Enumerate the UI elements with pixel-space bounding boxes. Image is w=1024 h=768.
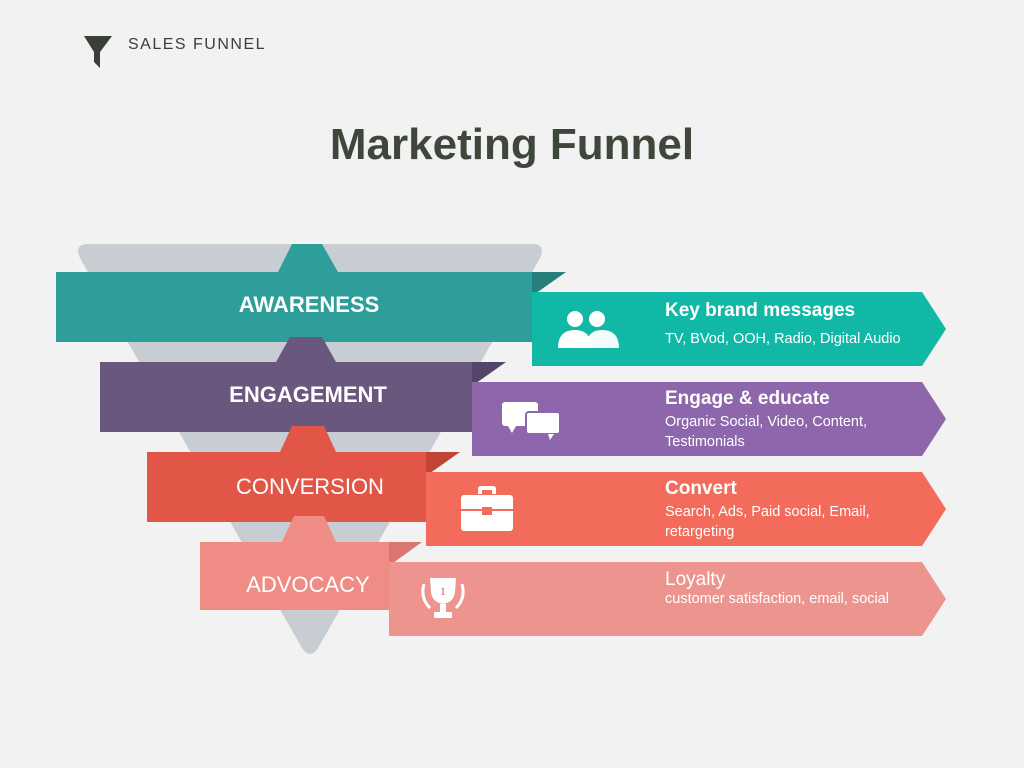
- stage-awareness: [56, 244, 946, 366]
- stage-label-conversion: CONVERSION: [236, 474, 384, 499]
- awareness-fold: [532, 272, 566, 296]
- detail-advocacy: customer satisfaction, email, social: [665, 591, 890, 607]
- heading-awareness: Key brand messages: [665, 300, 856, 321]
- engagement-bar: [100, 362, 472, 432]
- awareness-tab: [278, 244, 338, 272]
- heading-conversion: Convert: [665, 478, 737, 499]
- svg-text:1: 1: [440, 584, 446, 598]
- funnel-icon: [84, 36, 112, 68]
- advocacy-fold: [389, 542, 422, 566]
- awareness-band: [532, 292, 946, 366]
- detail-conversion: Search, Ads, Paid social, Email, retarge…: [665, 504, 870, 540]
- advocacy-tab: [282, 516, 336, 542]
- engagement-fold: [472, 362, 506, 386]
- stage-label-awareness: AWARENESS: [238, 292, 380, 317]
- stage-label-advocacy: ADVOCACY: [246, 572, 370, 597]
- conversion-band: [426, 472, 946, 546]
- brand-label: SALES FUNNEL: [128, 36, 267, 53]
- conversion-tab: [280, 426, 336, 452]
- trophy-icon: 1: [421, 578, 465, 618]
- heading-advocacy: Loyalty: [665, 569, 726, 590]
- heading-engagement: Engage & educate: [665, 388, 830, 409]
- page-title: Marketing Funnel: [329, 120, 695, 169]
- engagement-band: [472, 382, 946, 456]
- conversion-fold: [426, 452, 460, 476]
- advocacy-bar: [200, 542, 389, 610]
- engagement-tab: [276, 337, 336, 362]
- users-icon: [558, 311, 619, 348]
- stage-conversion: [147, 426, 946, 546]
- conversion-bar: [147, 452, 426, 522]
- briefcase-icon: [461, 486, 513, 531]
- advocacy-band: [389, 562, 946, 636]
- chat-bubbles-icon: [502, 402, 561, 440]
- detail-awareness: TV, BVod, OOH, Radio, Digital Audio: [665, 331, 901, 347]
- stage-label-engagement: ENGAGEMENT: [229, 382, 387, 407]
- stage-engagement: [100, 337, 946, 456]
- stage-advocacy: 1: [200, 516, 946, 636]
- awareness-bar: [56, 272, 532, 342]
- detail-engagement: Organic Social, Video, Content, Testimon…: [665, 414, 868, 450]
